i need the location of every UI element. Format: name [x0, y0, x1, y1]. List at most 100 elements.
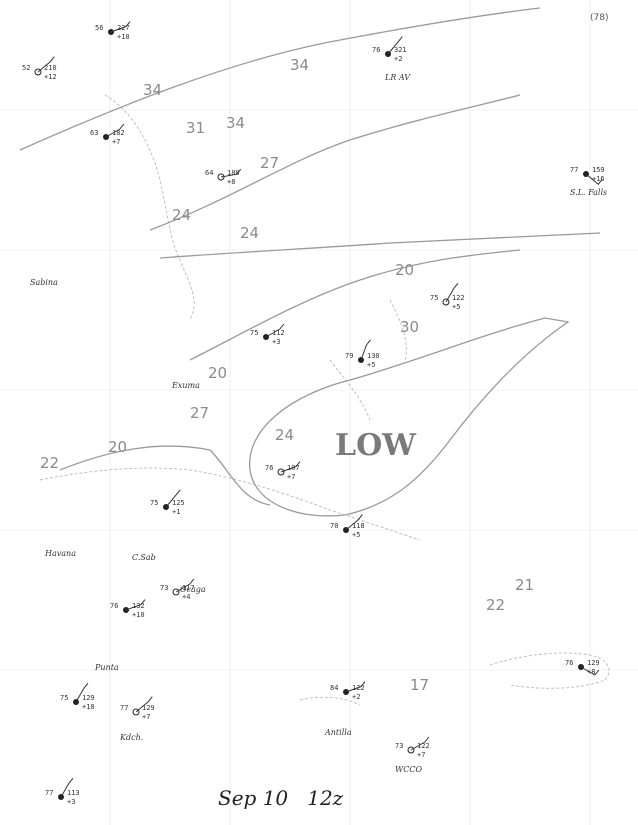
coastline-bahamas [329, 299, 407, 421]
station-temp: 52 [22, 64, 30, 72]
station-name: WCCO [395, 765, 422, 774]
station-name: Exuma [171, 381, 200, 390]
isobar-label: 31 [186, 119, 205, 137]
isobar-1 [19, 7, 541, 151]
station-temp: 75 [150, 499, 158, 507]
isobar-labels: 34 34 34 31 27 24 24 20 20 30 27 24 22 2… [40, 56, 534, 694]
station-name: Punta [94, 663, 119, 672]
station-model: 84 122+2 [330, 681, 366, 701]
station-tendency: +5 [452, 303, 460, 311]
station-temp: 76 [565, 659, 573, 667]
station-tendency: +1 [172, 508, 180, 516]
wind-barb [37, 56, 55, 73]
station-pressure: 129 [587, 659, 600, 667]
isobar-label: 24 [275, 426, 294, 444]
station-circle [442, 298, 450, 306]
isobar-label: 20 [395, 261, 414, 279]
station-temp: 79 [345, 352, 353, 360]
coastline-florida [104, 94, 195, 321]
station-name: S.L. Falls [570, 188, 607, 197]
station-circle [108, 29, 114, 35]
station-tendency: +3 [272, 338, 280, 346]
station-tendency: +7 [112, 138, 120, 146]
station-model: 79 130+5 [345, 339, 380, 369]
wind-barb [265, 323, 285, 338]
station-circle [34, 68, 42, 76]
isobar-label: 21 [515, 576, 534, 594]
station-tendency: +7 [287, 473, 295, 481]
station-model: 75 125+1 [150, 489, 185, 516]
wind-barb [445, 282, 459, 303]
wind-barb [75, 682, 89, 703]
station-temp: 63 [90, 129, 98, 137]
isobar-label: 20 [108, 438, 127, 456]
wind-barb [125, 599, 146, 611]
isobars [19, 7, 601, 517]
wind-barb [387, 36, 403, 55]
isobar-label: 34 [143, 81, 162, 99]
station-name: LR AV [384, 73, 411, 82]
wind-barb [345, 681, 366, 693]
coastlines [39, 94, 610, 706]
station-pressure: 122 [417, 742, 430, 750]
isobar-3 [159, 232, 601, 259]
map-date-label: Sep 10 12z [218, 786, 344, 810]
corner-label: (78) [590, 13, 608, 23]
station-tendency: +16 [592, 175, 605, 183]
station-model: 75 112+3 [250, 323, 285, 346]
station-temp: 84 [330, 684, 338, 692]
station-pressure: 159 [592, 166, 605, 174]
station-pressure: 182 [112, 129, 125, 137]
wind-barb [60, 777, 74, 798]
station-tendency: +4 [182, 593, 190, 601]
isobar-4 [189, 249, 521, 361]
station-tendency: +8 [227, 178, 235, 186]
station-tendency: +10 [132, 611, 145, 619]
station-tendency: +5 [367, 361, 375, 369]
station-temp: 64 [205, 169, 213, 177]
station-circle [172, 588, 180, 596]
station-temp: 56 [95, 24, 103, 32]
wind-barb [345, 514, 363, 531]
station-temp: 77 [120, 704, 128, 712]
station-temp: 70 [330, 522, 338, 530]
station-tendency: +2 [352, 693, 360, 701]
station-tendency: +10 [82, 703, 95, 711]
station-tendency: +8 [587, 668, 595, 676]
station-tendency: +10 [117, 33, 130, 41]
station-pressure: 210 [44, 64, 57, 72]
isobar-label: 34 [226, 114, 245, 132]
station-tendency: +2 [394, 55, 402, 63]
station-pressure: 112 [272, 329, 285, 337]
station-pressure: 129 [142, 704, 155, 712]
station-pressure: 107 [287, 464, 300, 472]
station-temp: 75 [250, 329, 258, 337]
isobar-label: 27 [260, 154, 279, 172]
wind-barb [105, 123, 125, 138]
station-name: Sabina [30, 278, 58, 287]
low-pressure-label: LOW [335, 428, 417, 463]
station-pressure: 130 [367, 352, 380, 360]
station-temp: 76 [110, 602, 118, 610]
isobar-label: 34 [290, 56, 309, 74]
station-name: Antilla [324, 728, 352, 737]
station-pressure: 118 [352, 522, 365, 530]
station-circle [407, 746, 415, 754]
station-temp: 73 [160, 584, 168, 592]
isobar-low [249, 317, 570, 517]
station-pressure: 125 [172, 499, 185, 507]
station-tendency: +3 [67, 798, 75, 806]
station-pressure: 122 [352, 684, 365, 692]
wind-barb [410, 736, 430, 751]
